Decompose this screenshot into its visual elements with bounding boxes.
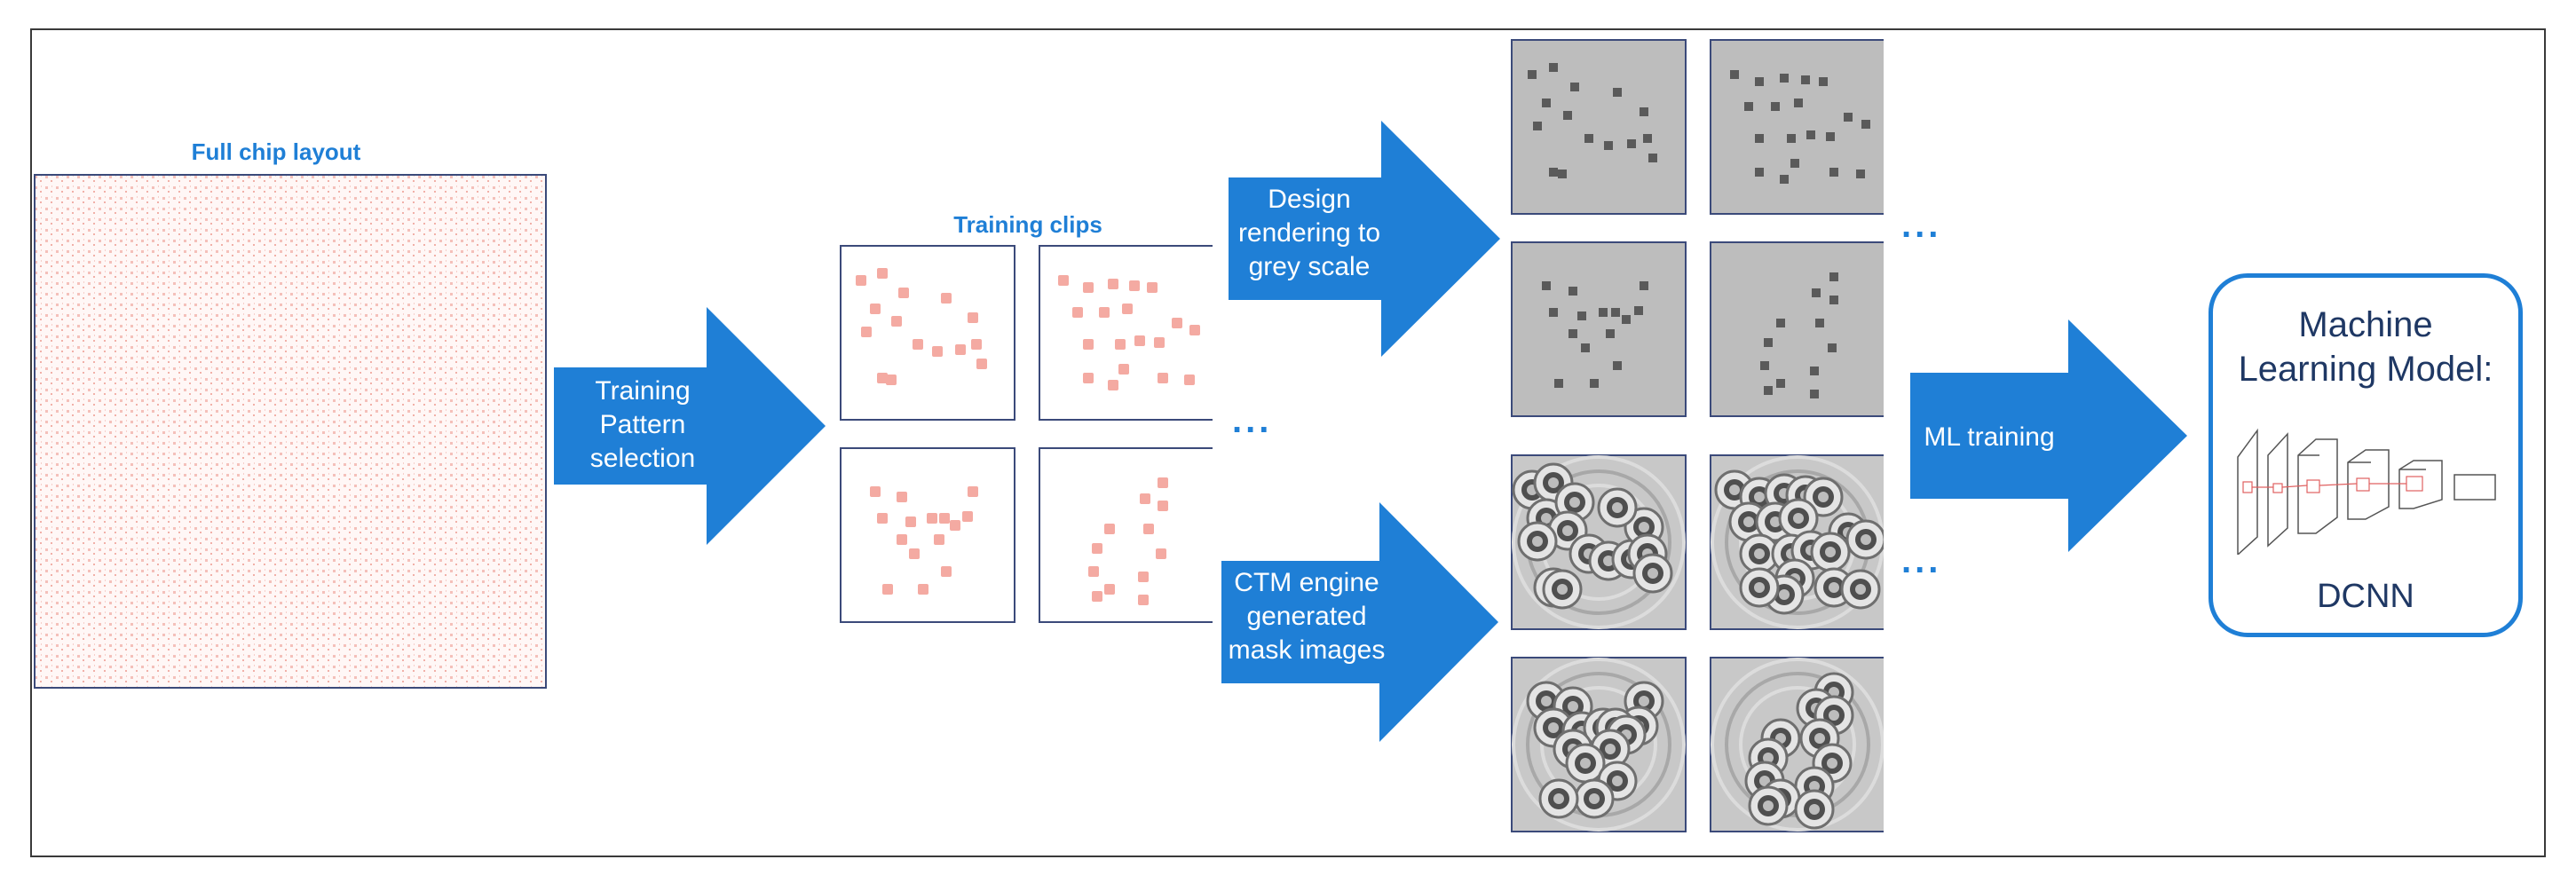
arrow-line: Training bbox=[595, 376, 691, 406]
ml-training-arrow bbox=[1910, 319, 2187, 552]
arrow-line: generated bbox=[1246, 602, 1367, 631]
model-title-line: Machine bbox=[2298, 305, 2433, 344]
image-tile bbox=[1710, 241, 1884, 417]
arrow-line: selection bbox=[589, 444, 696, 473]
arrow-line: rendering to bbox=[1237, 218, 1381, 248]
arrow-line: Pattern bbox=[599, 410, 686, 439]
mask-images-ellipsis: ... bbox=[1901, 541, 1942, 580]
image-tile bbox=[1511, 657, 1687, 832]
ml-training-label: ML training bbox=[1924, 422, 2055, 452]
arrow-line: Design bbox=[1268, 185, 1351, 214]
full-chip-title: Full chip layout bbox=[191, 138, 361, 165]
figure-frame bbox=[30, 28, 2546, 857]
training-pattern-selection-label: Training Pattern selection bbox=[563, 375, 723, 476]
image-tile bbox=[1039, 245, 1213, 421]
image-tile bbox=[1039, 447, 1213, 623]
mask-images-grid bbox=[1511, 454, 1884, 832]
grey-images-ellipsis: ... bbox=[1901, 206, 1942, 245]
arrow-line: grey scale bbox=[1248, 252, 1371, 281]
dcnn-architecture-sketch bbox=[2237, 428, 2496, 555]
grey-scale-images-grid bbox=[1511, 39, 1884, 417]
image-tile bbox=[840, 245, 1015, 421]
image-tile bbox=[1511, 454, 1687, 630]
training-pattern-selection-arrow bbox=[554, 307, 826, 545]
image-tile bbox=[840, 447, 1015, 623]
machine-learning-model-box: Machine Learning Model: bbox=[2209, 273, 2523, 637]
image-tile bbox=[1511, 241, 1687, 417]
ctm-engine-arrow bbox=[1221, 502, 1498, 742]
arrow-line: CTM engine bbox=[1234, 568, 1379, 597]
image-tile bbox=[1710, 657, 1884, 832]
training-clips-grid bbox=[840, 245, 1213, 623]
model-title: Machine Learning Model: bbox=[2213, 303, 2518, 391]
training-clips-ellipsis: ... bbox=[1232, 401, 1273, 440]
full-chip-layout-panel bbox=[34, 174, 547, 689]
design-rendering-arrow bbox=[1229, 121, 1500, 357]
training-clips-title: Training clips bbox=[953, 211, 1102, 238]
image-tile bbox=[1710, 454, 1884, 630]
image-tile bbox=[1511, 39, 1687, 215]
model-title-line: Learning Model: bbox=[2238, 350, 2493, 389]
image-tile bbox=[1710, 39, 1884, 215]
design-rendering-label: Design rendering to grey scale bbox=[1232, 183, 1387, 284]
dcnn-caption: DCNN bbox=[2317, 578, 2414, 615]
arrow-line: mask images bbox=[1228, 635, 1386, 665]
ctm-engine-label: CTM engine generated mask images bbox=[1225, 566, 1388, 667]
